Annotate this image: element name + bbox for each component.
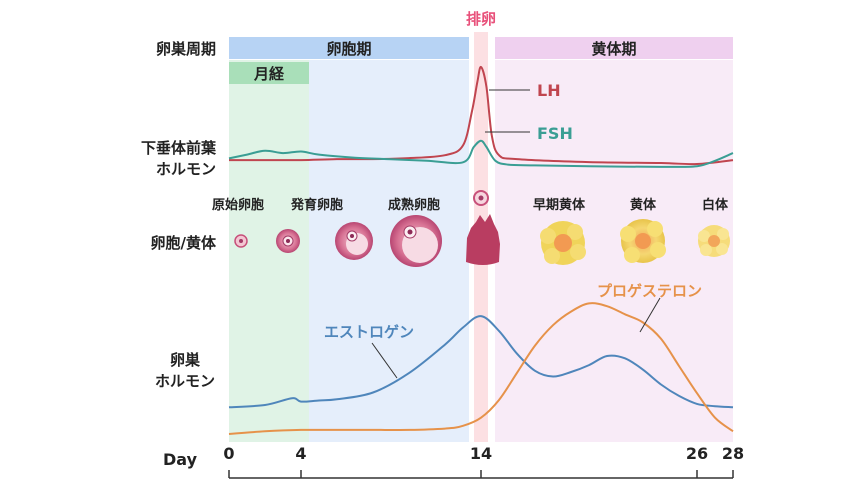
stage-label-early-corpus: 早期黄体 <box>533 197 586 213</box>
follicular-band <box>309 60 469 442</box>
fsh-label: FSH <box>537 124 573 143</box>
ovulation-label: 排卵 <box>466 10 496 28</box>
follicular-header-bar <box>229 37 469 59</box>
stage-label-growing: 発育卵胞 <box>290 197 343 213</box>
day-tick-label-26: 26 <box>686 444 708 463</box>
progesterone-curve <box>228 302 734 435</box>
day-tick-label-14: 14 <box>470 444 492 463</box>
ovulating-follicle-icon <box>466 190 500 265</box>
pituitary-label-2: ホルモン <box>156 160 216 178</box>
growing-follicle-icon <box>276 229 300 253</box>
day-axis: 0 4 14 26 28 <box>223 444 744 479</box>
pituitary-label-1: 下垂体前葉 <box>141 139 217 157</box>
lh-curve <box>228 65 734 166</box>
stage-label-primordial: 原始卵胞 <box>212 197 264 213</box>
stage-label-corpus: 黄体 <box>630 197 657 213</box>
menstruation-band <box>229 60 309 442</box>
early-corpus-luteum-icon <box>540 221 586 265</box>
primordial-follicle-icon <box>234 234 248 248</box>
day-tick-label-0: 0 <box>223 444 234 463</box>
luteal-header-bar <box>495 37 733 59</box>
hormone-curves <box>228 65 734 435</box>
stage-label-albicans: 白体 <box>702 197 729 213</box>
follicle-corpus-label: 卵胞/黄体 <box>151 234 217 252</box>
estrogen-leader <box>371 342 398 379</box>
corpus-albicans-icon <box>698 225 730 257</box>
ovarian-cycle-label: 卵巣周期 <box>156 40 216 58</box>
ovarian-hormone-label-2: ホルモン <box>155 372 215 390</box>
day-tick-label-4: 4 <box>295 444 306 463</box>
lh-label: LH <box>537 81 561 100</box>
estrogen-label: エストロゲン <box>324 323 414 341</box>
stage-label-mature: 成熟卵胞 <box>388 197 440 213</box>
menstruation-header-bar <box>229 62 309 84</box>
mature-follicle-icon <box>390 215 442 267</box>
follicular-label: 卵胞期 <box>326 40 371 58</box>
fsh-curve <box>228 139 734 168</box>
progesterone-leader <box>639 297 661 333</box>
luteal-label: 黄体期 <box>591 40 636 58</box>
day-tick-label-28: 28 <box>722 444 744 463</box>
estrogen-curve <box>228 315 734 409</box>
progesterone-label: プロゲステロン <box>597 282 702 300</box>
day-axis-label: Day <box>163 450 198 469</box>
ovarian-hormone-label-1: 卵巣 <box>170 351 201 369</box>
luteal-band <box>495 60 733 442</box>
corpus-luteum-icon <box>620 219 666 263</box>
developing-follicle-icon <box>335 222 373 260</box>
menstruation-label: 月経 <box>253 65 285 83</box>
